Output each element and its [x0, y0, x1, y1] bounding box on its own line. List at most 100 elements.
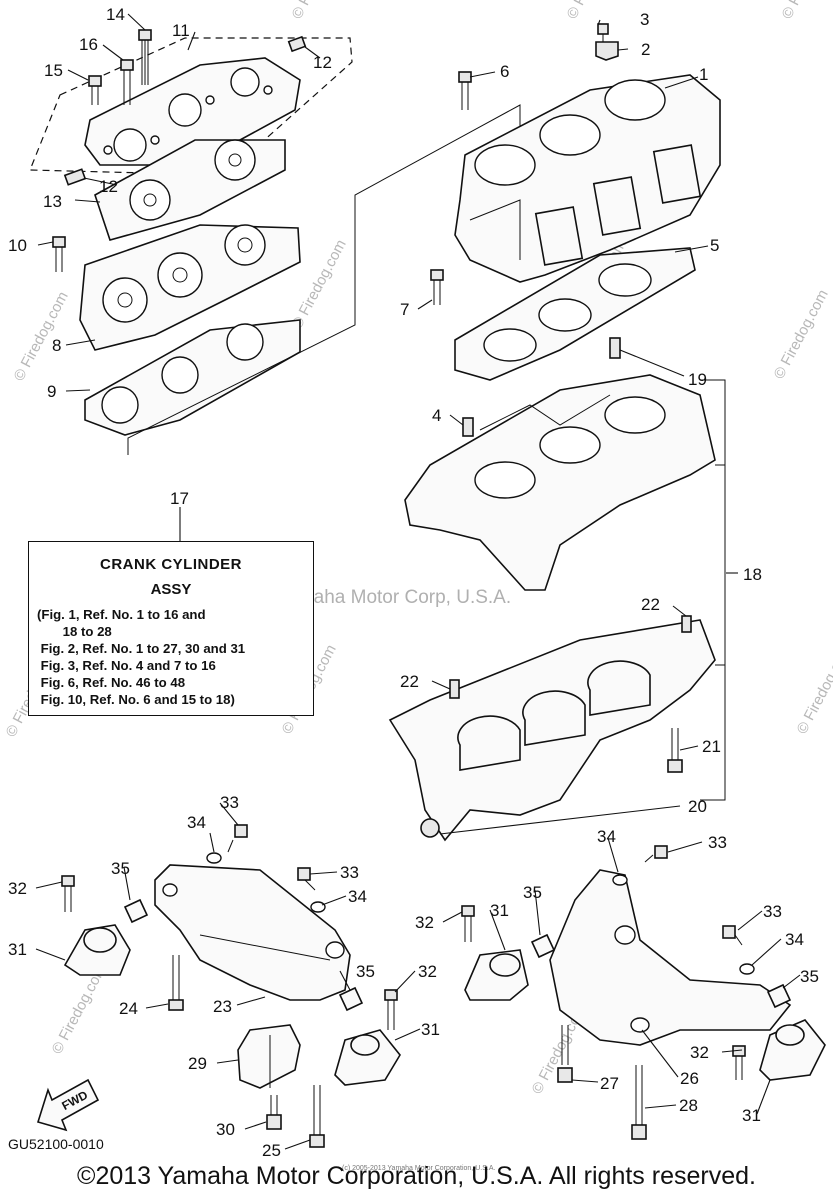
watermark-site: © Firedog.com [49, 962, 110, 1057]
callout-34-c: 34 [597, 827, 616, 846]
info-box-title: CRANK CYLINDER [100, 556, 242, 573]
watermark-site: © Firedog.com [771, 287, 832, 382]
bolt-32-left [61, 875, 75, 912]
info-box-line: Fig. 10, Ref. No. 6 and 15 to 18) [37, 692, 235, 707]
callout-30: 30 [216, 1120, 235, 1139]
info-box-line: Fig. 3, Ref. No. 4 and 7 to 16 [37, 658, 216, 673]
callout-32-right: 32 [690, 1043, 709, 1062]
callout-33-d: 33 [763, 902, 782, 921]
callout-33-b: 33 [340, 863, 359, 882]
cylinder-head-cover [84, 57, 301, 166]
bolt-27 [557, 1025, 573, 1083]
watermark-site: © Firedog.com [794, 642, 833, 737]
bolt-6 [458, 71, 472, 110]
callout-5: 5 [710, 236, 719, 255]
callout-13: 13 [43, 192, 62, 211]
washer-34-a [206, 852, 222, 864]
watermark-center: Yamaha Motor Corp, U.S.A. [276, 587, 511, 608]
callout-11: 11 [172, 21, 190, 40]
callout-18: 18 [743, 565, 762, 584]
washer-34-d [739, 963, 755, 975]
watermark-small: (c) 2005-2013 Yamaha Motor Corporation, … [342, 1165, 495, 1172]
callout-25: 25 [262, 1141, 281, 1160]
bolt-10 [52, 236, 66, 272]
callout-31-right: 31 [742, 1106, 761, 1125]
bolt-7 [430, 269, 444, 305]
info-box-line: Fig. 2, Ref. No. 1 to 27, 30 and 31 [37, 641, 246, 656]
callout-27: 27 [600, 1074, 619, 1093]
callout-12-top: 12 [313, 53, 332, 72]
callout-1: 1 [699, 65, 708, 84]
callout-33-c: 33 [708, 833, 727, 852]
callout-35-a: 35 [111, 859, 130, 878]
bolt-24 [168, 955, 184, 1011]
clip-2 [595, 41, 619, 61]
callout-35-c: 35 [523, 883, 542, 902]
callout-35-b: 35 [356, 962, 375, 981]
plug-12-top [287, 35, 307, 53]
rubber-mount-bottom-right [759, 1019, 826, 1081]
washer-34-b [310, 901, 326, 913]
callout-10: 10 [8, 236, 27, 255]
pin-22-left [449, 679, 460, 699]
pin-19 [609, 337, 621, 359]
callout-34-a: 34 [187, 813, 206, 832]
head-gasket [84, 319, 301, 436]
callout-21: 21 [702, 737, 721, 756]
info-box-line: 18 to 28 [37, 624, 112, 639]
washer-34-c [612, 874, 628, 886]
watermark-site: © Firedog.com [289, 0, 350, 22]
callout-15: 15 [44, 61, 63, 80]
bolt-32-bottom [384, 989, 398, 1030]
callout-28: 28 [679, 1096, 698, 1115]
callout-33-a: 33 [220, 793, 239, 812]
crankcase-upper [404, 374, 716, 591]
dashed-group-outline [29, 37, 353, 176]
callout-16: 16 [79, 35, 98, 54]
watermark-site: © Firedog.com [11, 289, 72, 384]
bolt-21 [667, 728, 683, 773]
front-mount-bracket [154, 864, 351, 1001]
callout-32-left: 32 [8, 879, 27, 898]
callout-31-bottom: 31 [421, 1020, 440, 1039]
bracket-18 [700, 379, 726, 801]
callout-19: 19 [688, 370, 707, 389]
callout-6: 6 [500, 62, 509, 81]
callout-20: 20 [688, 797, 707, 816]
watermark-site: © Firedog.com [564, 0, 625, 22]
bolt-25 [309, 1085, 325, 1148]
bolt-30 [266, 1095, 282, 1130]
callout-4: 4 [432, 406, 441, 425]
clip-35-b [338, 986, 364, 1012]
pin-22-right [681, 615, 692, 633]
clip-35-c [530, 933, 556, 959]
callout-22-left: 22 [400, 672, 419, 691]
rubber-mount-left [63, 924, 131, 976]
diagram-code: GU52100-0010 [8, 1136, 104, 1152]
bolt-15 [88, 75, 102, 105]
callout-8: 8 [52, 336, 61, 355]
callout-26: 26 [680, 1069, 699, 1088]
callout-9: 9 [47, 382, 56, 401]
info-box-subtitle: ASSY [150, 581, 192, 598]
callout-3: 3 [640, 10, 649, 29]
bolt-33-a [227, 824, 248, 853]
callout-32-mid: 32 [415, 913, 434, 932]
crankcase-lower [388, 619, 716, 842]
cover-gasket [94, 139, 286, 241]
cylinder-body [454, 74, 721, 283]
fwd-arrow-icon: FWD [36, 1078, 100, 1132]
bolt-28 [631, 1065, 647, 1140]
cylinder-base-gasket [454, 247, 696, 381]
dowel-4 [462, 417, 474, 437]
callout-2: 2 [641, 40, 650, 59]
rubber-mount-mid-right [464, 949, 529, 1001]
callout-31-left: 31 [8, 940, 27, 959]
callout-24: 24 [119, 999, 138, 1018]
callout-14: 14 [106, 5, 125, 24]
callout-17: 17 [170, 489, 189, 508]
callout-34-b: 34 [348, 887, 367, 906]
bolt-33-d [722, 925, 743, 946]
info-box-line: Fig. 6, Ref. No. 46 to 48 [37, 675, 186, 690]
